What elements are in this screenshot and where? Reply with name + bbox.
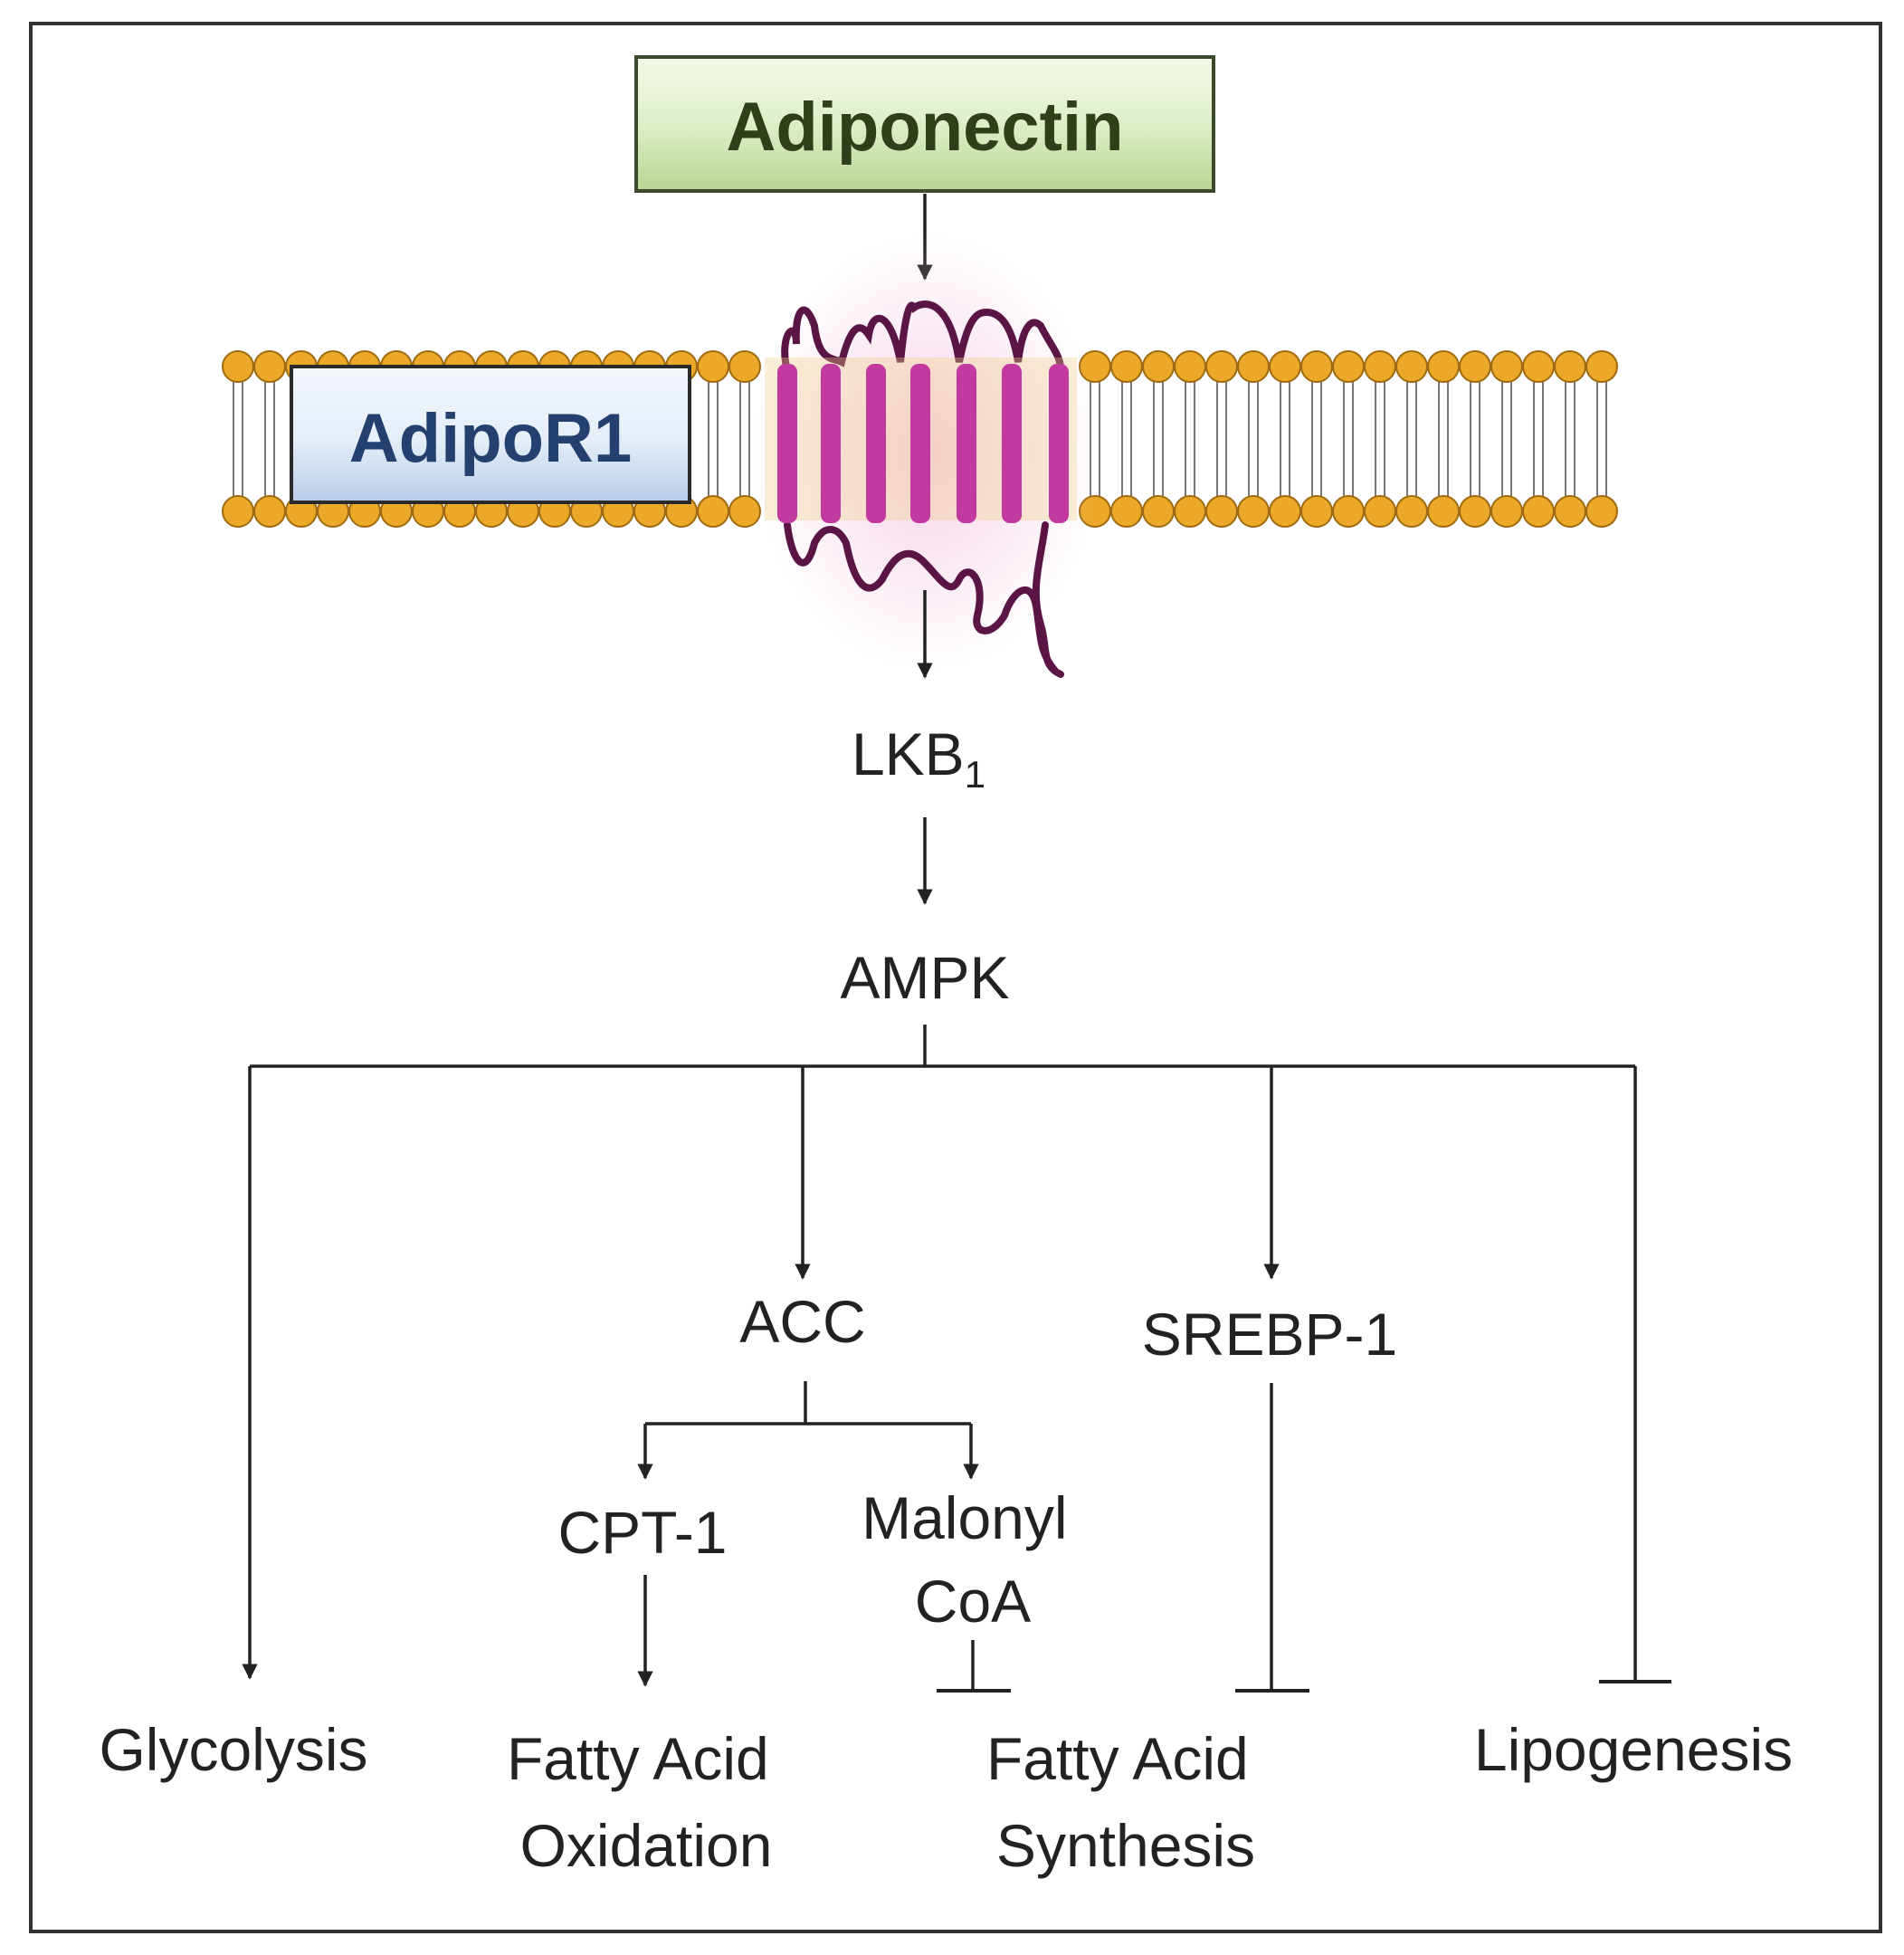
fatty-acid-oxidation-line2: Oxidation bbox=[520, 1812, 773, 1879]
lipid-head bbox=[728, 350, 761, 383]
lipid-head bbox=[1459, 350, 1491, 383]
lipid-head bbox=[1459, 495, 1491, 528]
fatty-acid-synthesis-line1: Fatty Acid bbox=[986, 1725, 1249, 1792]
fatty-acid-synthesis-label: Fatty Acid Synthesis bbox=[986, 1725, 1265, 1879]
lipid-head bbox=[1490, 495, 1523, 528]
lipid-head bbox=[1269, 350, 1301, 383]
receptor-loop-bottom bbox=[784, 521, 1058, 673]
adipor1-node: AdipoR1 bbox=[290, 365, 691, 504]
lipid-head bbox=[1110, 495, 1143, 528]
lipid-head bbox=[1300, 350, 1333, 383]
receptor-helices bbox=[765, 358, 1077, 523]
lipid-head bbox=[1332, 495, 1365, 528]
lkb1-label: LKB1 bbox=[852, 720, 985, 796]
lipid-head bbox=[222, 495, 254, 528]
lipid-head bbox=[1205, 350, 1238, 383]
acc-label: ACC bbox=[739, 1288, 865, 1355]
lipogenesis-label: Lipogenesis bbox=[1474, 1716, 1793, 1783]
lipid-head bbox=[222, 350, 254, 383]
lipid-head bbox=[1332, 350, 1365, 383]
lipid-head bbox=[1585, 350, 1618, 383]
adiponectin-label: Adiponectin bbox=[726, 89, 1123, 166]
lipid-head bbox=[1522, 495, 1555, 528]
lipid-head bbox=[1110, 350, 1143, 383]
cpt1-label: CPT-1 bbox=[557, 1499, 727, 1566]
lipid-head bbox=[1205, 495, 1238, 528]
lipid-head bbox=[1585, 495, 1618, 528]
adipor1-label: AdipoR1 bbox=[349, 400, 632, 477]
receptor-loop-tail bbox=[1032, 521, 1064, 678]
glycolysis-label: Glycolysis bbox=[99, 1716, 367, 1783]
lipid-head bbox=[1522, 350, 1555, 383]
srebp1-label: SREBP-1 bbox=[1142, 1301, 1397, 1368]
lipid-head bbox=[1427, 495, 1460, 528]
lipid-head bbox=[697, 495, 729, 528]
transmembrane-helix bbox=[866, 364, 886, 523]
transmembrane-helix bbox=[1002, 364, 1022, 523]
lipid-head bbox=[1237, 495, 1270, 528]
lkb1-main: LKB bbox=[852, 720, 965, 787]
lipid-head bbox=[1427, 350, 1460, 383]
lipid-head bbox=[1269, 495, 1301, 528]
transmembrane-helix bbox=[821, 364, 841, 523]
lipid-head bbox=[728, 495, 761, 528]
malonyl-coa-line2: CoA bbox=[915, 1568, 1031, 1635]
transmembrane-helix bbox=[777, 364, 797, 523]
fatty-acid-synthesis-line2: Synthesis bbox=[996, 1812, 1255, 1879]
lipid-head bbox=[1395, 495, 1428, 528]
lipid-head bbox=[1300, 495, 1333, 528]
lipid-head bbox=[1395, 350, 1428, 383]
transmembrane-helix bbox=[957, 364, 976, 523]
lower-connectors bbox=[637, 1383, 1309, 1693]
lipid-head bbox=[1142, 495, 1175, 528]
lipid-head bbox=[1142, 350, 1175, 383]
acc-branch-connectors bbox=[637, 1381, 979, 1480]
lipid-head bbox=[1364, 350, 1396, 383]
lipid-head bbox=[1237, 350, 1270, 383]
adipor1-box bbox=[290, 365, 691, 504]
ampk-label: AMPK bbox=[840, 944, 1009, 1011]
ampk-branch-connectors bbox=[242, 1025, 1671, 1683]
figure-frame bbox=[29, 22, 1882, 1933]
lipid-head bbox=[253, 495, 286, 528]
fatty-acid-oxidation-label: Fatty Acid Oxidation bbox=[507, 1725, 785, 1879]
lipid-head bbox=[697, 350, 729, 383]
fatty-acid-oxidation-line1: Fatty Acid bbox=[507, 1725, 769, 1792]
lipid-head bbox=[253, 350, 286, 383]
malonyl-coa-line1: Malonyl bbox=[862, 1484, 1067, 1551]
lkb1-subscript: 1 bbox=[965, 753, 985, 796]
lipid-head bbox=[1174, 350, 1206, 383]
lipid-head bbox=[1174, 495, 1206, 528]
transmembrane-helix bbox=[1049, 364, 1069, 523]
lipid-head bbox=[1490, 350, 1523, 383]
lipid-head bbox=[1554, 350, 1586, 383]
lipid-head bbox=[1554, 495, 1586, 528]
malonyl-coa-label: Malonyl CoA bbox=[862, 1484, 1084, 1635]
receptor-loop-top bbox=[781, 300, 1064, 375]
adiponectin-box bbox=[634, 55, 1215, 193]
receptor-loops bbox=[781, 300, 1064, 678]
adiponectin-node: Adiponectin bbox=[634, 55, 1215, 193]
lipid-head bbox=[1364, 495, 1396, 528]
transmembrane-helix bbox=[910, 364, 930, 523]
